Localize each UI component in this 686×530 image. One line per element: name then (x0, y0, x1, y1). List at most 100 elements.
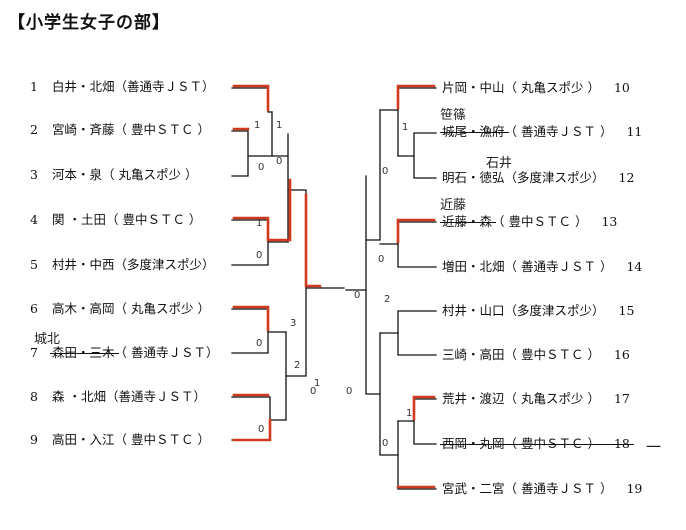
entry-5: 5 村井・中西（多度津スポ少） (30, 258, 215, 272)
score-mark: 1 (406, 408, 412, 419)
right-bracket-red-lines (396, 84, 436, 489)
red-line (232, 178, 292, 242)
red-line (396, 218, 436, 244)
player-names: 高田・入江 (52, 432, 115, 447)
club-name: （ 善通寺ＪＳＴ ） (504, 481, 613, 496)
club-name: （ 豊中ＳＴＣ ） (114, 432, 210, 447)
seed-number: 17 (613, 391, 630, 406)
club-name: （善通寺ＪＳＴ） (114, 79, 215, 94)
player-names: 近藤・森 (442, 214, 493, 229)
club-name: （ 豊中ＳＴＣ ） (504, 347, 600, 362)
bracket-line (413, 420, 437, 445)
handwritten-note-11: 笹篠 (440, 108, 467, 123)
seed-number: 15 (618, 303, 635, 318)
seed-number: 4 (30, 212, 38, 227)
red-line (232, 84, 270, 112)
score-mark: 0 (382, 438, 388, 449)
bracket-line (231, 331, 269, 354)
score-mark: 0 (378, 254, 384, 265)
player-names: 城尾・漁府 (442, 124, 505, 139)
player-names: 宮武・二宮 (442, 481, 505, 496)
entry-1: 1 白井・北畑（善通寺ＪＳＴ） (30, 80, 215, 94)
handwritten-note-18: 一 (646, 438, 662, 456)
bracket-line (231, 396, 287, 421)
club-name: （多度津スポ少） (114, 257, 215, 272)
club-name: （ 善通寺ＪＳＴ） (114, 345, 219, 360)
club-name: （ 丸亀スポ少 ） (114, 301, 210, 316)
score-mark: 1 (256, 218, 262, 229)
bracket-line (231, 308, 287, 333)
score-mark: 0 (256, 338, 262, 349)
score-mark: 0 (346, 386, 352, 397)
seed-number: 3 (30, 167, 38, 182)
bracket-line (345, 175, 367, 291)
player-names: 高木・高岡 (52, 301, 115, 316)
score-mark: 0 (258, 162, 264, 173)
red-line (232, 305, 270, 332)
bracket-line (231, 155, 249, 177)
bracket-line (231, 241, 269, 266)
score-mark: 1 (402, 122, 408, 133)
entry-2: 2 宮崎・斉藤（ 豊中ＳＴＣ ） (30, 123, 210, 137)
score-mark: 1 (254, 120, 260, 131)
bracket-line (365, 289, 381, 395)
entry-6: 6 高木・高岡（ 丸亀スポ少 ） (30, 302, 210, 316)
score-mark: 0 (310, 386, 316, 397)
club-name: （ 善通寺ＪＳＴ ） (504, 259, 613, 274)
entry-16: 三崎・高田（ 豊中ＳＴＣ ） 16 (442, 348, 630, 362)
player-names: 白井・北畑 (52, 79, 115, 94)
club-name: （ 豊中ＳＴＣ ） (492, 214, 588, 229)
player-names: 荒井・渡辺 (442, 391, 505, 406)
entry-15: 村井・山口（多度津スポ少）15 (442, 304, 634, 318)
red-line (304, 193, 322, 288)
handwritten-note-13: 近藤 (440, 198, 467, 213)
seed-number: 1 (30, 79, 38, 94)
score-mark: 0 (382, 166, 388, 177)
entry-17: 荒井・渡辺（ 丸亀スポ少 ）17 (442, 392, 630, 406)
club-name: （ 善通寺ＪＳＴ ） (504, 124, 613, 139)
bracket-line (231, 130, 273, 157)
red-line (412, 395, 436, 421)
club-name: （善通寺ＪＳＴ） (105, 389, 206, 404)
seed-number: 9 (30, 432, 38, 447)
seed-number: 7 (30, 345, 38, 360)
left-bracket-red-lines (232, 84, 322, 442)
score-mark: 0 (258, 424, 264, 435)
bracket-line (397, 132, 437, 157)
club-name: （ 豊中ＳＴＣ ） (114, 122, 210, 137)
bracket-line (397, 420, 437, 490)
player-names: 増田・北畑 (442, 259, 505, 274)
bracket-line (365, 109, 381, 241)
score-mark: 1 (276, 120, 282, 131)
score-mark: 3 (290, 318, 296, 329)
player-names: 三崎・高田 (442, 347, 505, 362)
red-line (232, 418, 272, 442)
bracket-line (231, 87, 273, 113)
bracket-line (379, 332, 399, 456)
seed-number: 6 (30, 301, 38, 316)
player-names: 河本・泉 (52, 167, 103, 182)
entry-14: 増田・北畑（ 善通寺ＪＳＴ ）14 (442, 260, 642, 274)
club-name: （ 豊中ＳＴＣ ） (105, 212, 202, 227)
club-name: （ 丸亀スポ少 ） (504, 80, 600, 95)
seed-number: 16 (613, 347, 630, 362)
player-names: 森 ・北畑 (52, 389, 106, 404)
player-names: 関 ・土田 (52, 212, 106, 227)
score-mark: 1 (314, 378, 320, 389)
seed-number: 5 (30, 257, 38, 272)
bracket-line (413, 155, 437, 179)
player-names: 宮崎・斉藤 (52, 122, 115, 137)
club-name: （多度津スポ少） (504, 170, 605, 185)
entry-9: 9 高田・入江（ 豊中ＳＴＣ ） (30, 433, 210, 447)
player-names: 明石・徳弘 (442, 170, 505, 185)
bracket-line (397, 332, 437, 356)
seed-number: 2 (30, 122, 38, 137)
right-bracket-lines (345, 87, 437, 490)
bracket-line (285, 287, 307, 377)
seed-number: 13 (601, 214, 618, 229)
player-names: 村井・中西 (52, 257, 115, 272)
score-mark: 0 (256, 250, 262, 261)
score-mark: 2 (294, 360, 300, 371)
